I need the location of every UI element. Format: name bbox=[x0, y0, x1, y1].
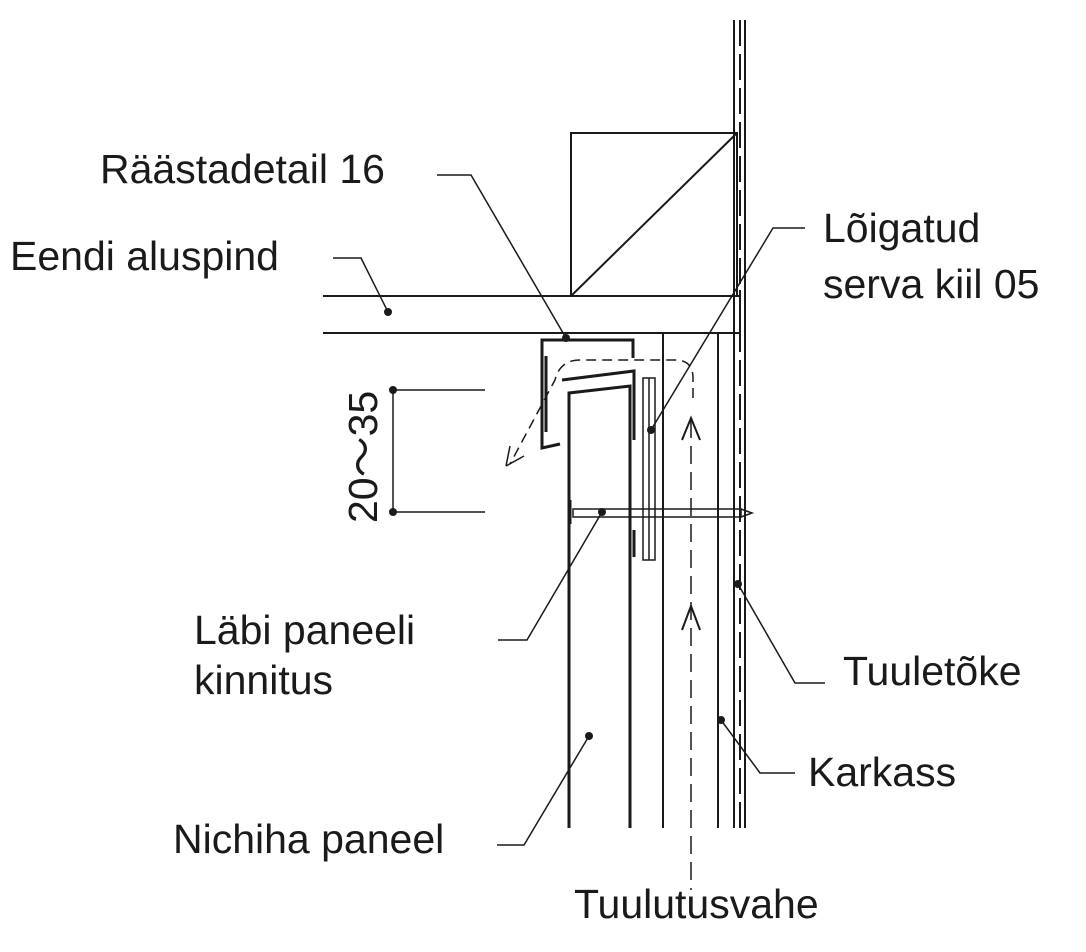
through-panel-fastener bbox=[568, 500, 755, 524]
label-nichiha-panel: Nichiha paneel bbox=[173, 816, 444, 862]
dimension-label: 20～35 bbox=[340, 391, 386, 523]
label-eave-detail: Räästadetail 16 bbox=[100, 146, 385, 192]
label-soffit-base: Eendi aluspind bbox=[10, 233, 279, 279]
label-frame: Karkass bbox=[808, 749, 956, 795]
ventilation-arrows bbox=[681, 415, 701, 890]
label-ventilation-gap: Tuulutusvahe bbox=[574, 881, 819, 927]
batten-lines bbox=[662, 333, 719, 828]
label-cut-edge-tongue-2: serva kiil 05 bbox=[823, 261, 1039, 307]
frame-and-wind-barrier bbox=[733, 20, 746, 828]
cut-edge-tongue bbox=[632, 377, 656, 561]
airflow-arrow bbox=[505, 359, 694, 467]
eave-flashing bbox=[540, 338, 636, 450]
label-cut-edge-tongue-1: Lõigatud bbox=[823, 205, 980, 251]
dimension-20-35: 20～35 bbox=[340, 386, 485, 523]
label-wind-barrier: Tuuletõke bbox=[843, 648, 1022, 694]
leaders bbox=[333, 174, 825, 846]
label-through-panel-2: kinnitus bbox=[194, 657, 333, 703]
label-through-panel-1: Läbi paneeli bbox=[194, 607, 415, 653]
rafter-block bbox=[570, 132, 738, 297]
nichiha-panel-section bbox=[567, 384, 632, 828]
